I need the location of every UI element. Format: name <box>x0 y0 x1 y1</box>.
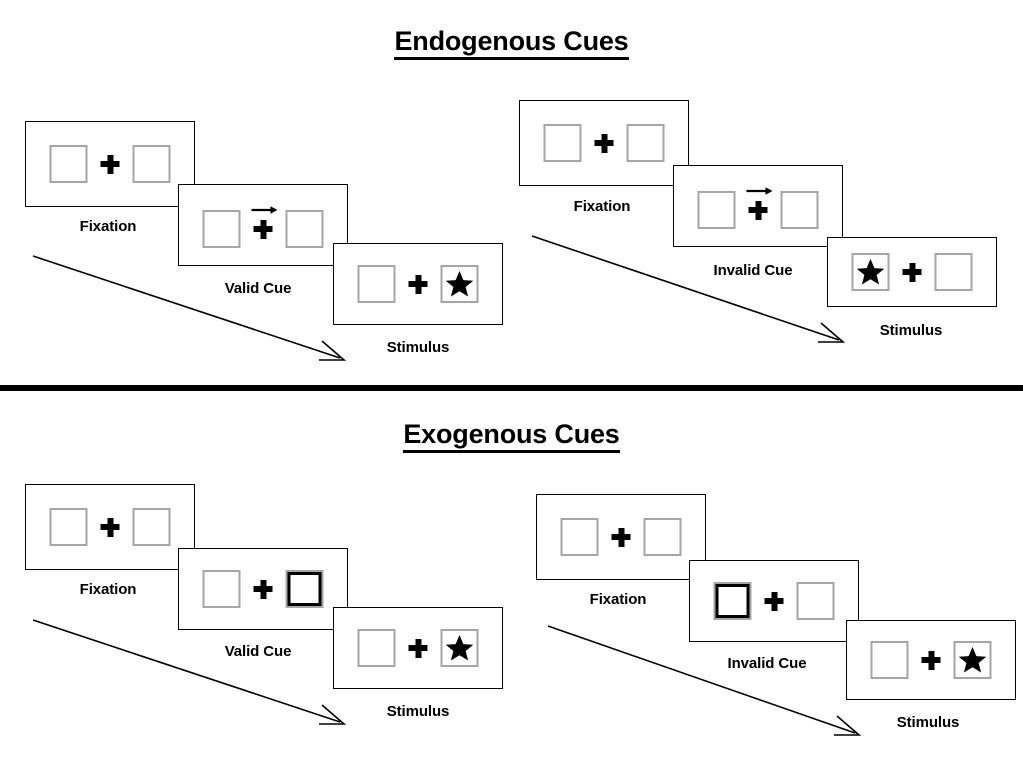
exogenous-invalid-cue-frame <box>689 560 859 642</box>
stimulus-row <box>202 205 324 248</box>
section-title-exogenous-text: Exogenous Cues <box>403 419 620 453</box>
placeholder-box-left-target <box>851 253 890 291</box>
placeholder-box-right <box>934 253 973 291</box>
exogenous-invalid-fixation-caption: Fixation <box>589 591 647 608</box>
time-progression-arrow-icon <box>32 619 347 725</box>
endogenous-invalid-cue-caption: Invalid Cue <box>713 262 793 279</box>
endogenous-valid-cue-caption: Valid Cue <box>224 280 292 297</box>
placeholder-box-left <box>49 508 88 546</box>
endogenous-valid-cue-frame <box>178 184 348 266</box>
plus-cross-icon <box>921 650 941 670</box>
plus-cross-icon <box>253 219 273 239</box>
cue-cross-group <box>746 186 773 220</box>
plus-cross-icon <box>100 517 120 537</box>
placeholder-box-right <box>132 508 171 546</box>
placeholder-box-left <box>202 570 241 608</box>
plus-cross-icon <box>408 274 428 294</box>
exogenous-valid-cue-frame <box>178 548 348 630</box>
exogenous-valid-fixation-frame <box>25 484 195 570</box>
star-icon <box>856 259 885 285</box>
stimulus-row <box>49 145 171 183</box>
placeholder-box-left-cued <box>713 582 752 620</box>
star-icon <box>445 271 474 297</box>
placeholder-box-left <box>49 145 88 183</box>
placeholder-box-right <box>643 518 682 556</box>
plus-cross-icon <box>764 591 784 611</box>
exogenous-invalid-stimulus-frame <box>846 620 1016 700</box>
placeholder-box-right <box>780 191 819 229</box>
cue-cross-group <box>251 205 278 239</box>
stimulus-row <box>357 629 479 667</box>
placeholder-box-right <box>132 145 171 183</box>
star-icon <box>445 635 474 661</box>
placeholder-box-right-target <box>440 629 479 667</box>
endogenous-invalid-fixation-caption: Fixation <box>573 198 631 215</box>
time-progression-arrow-icon <box>32 255 347 361</box>
section-title-exogenous: Exogenous Cues <box>0 419 1023 453</box>
endogenous-invalid-stimulus-caption: Stimulus <box>879 322 943 339</box>
exogenous-valid-cue-caption: Valid Cue <box>224 643 292 660</box>
placeholder-box-left <box>202 210 241 248</box>
placeholder-box-left <box>357 629 396 667</box>
star-icon <box>958 647 987 673</box>
plus-cross-icon <box>100 154 120 174</box>
plus-cross-icon <box>408 638 428 658</box>
endogenous-valid-stimulus-caption: Stimulus <box>386 339 450 356</box>
stimulus-row <box>543 124 665 162</box>
endogenous-valid-fixation-caption: Fixation <box>79 218 137 235</box>
placeholder-box-left <box>543 124 582 162</box>
exogenous-valid-stimulus-caption: Stimulus <box>386 703 450 720</box>
stimulus-row <box>697 186 819 229</box>
placeholder-box-right-target <box>953 641 992 679</box>
plus-cross-icon <box>594 133 614 153</box>
endogenous-invalid-stimulus-frame <box>827 237 997 307</box>
stimulus-row <box>870 641 992 679</box>
stimulus-row <box>357 265 479 303</box>
plus-cross-icon <box>253 579 273 599</box>
section-divider <box>0 385 1023 391</box>
section-title-endogenous-text: Endogenous Cues <box>394 26 629 60</box>
stimulus-row <box>49 508 171 546</box>
placeholder-box-right <box>626 124 665 162</box>
exogenous-invalid-cue-caption: Invalid Cue <box>727 655 807 672</box>
placeholder-box-right <box>285 210 324 248</box>
placeholder-box-left <box>870 641 909 679</box>
endogenous-valid-fixation-frame <box>25 121 195 207</box>
plus-cross-icon <box>902 262 922 282</box>
exogenous-invalid-fixation-frame <box>536 494 706 580</box>
placeholder-box-left <box>357 265 396 303</box>
stimulus-row <box>713 582 835 620</box>
endogenous-invalid-fixation-frame <box>519 100 689 186</box>
placeholder-box-right-target <box>440 265 479 303</box>
endogenous-valid-stimulus-frame <box>333 243 503 325</box>
placeholder-box-left <box>697 191 736 229</box>
placeholder-box-left <box>560 518 599 556</box>
endogenous-invalid-cue-frame <box>673 165 843 247</box>
exogenous-valid-fixation-caption: Fixation <box>79 581 137 598</box>
exogenous-valid-stimulus-frame <box>333 607 503 689</box>
section-title-endogenous: Endogenous Cues <box>0 26 1023 60</box>
time-progression-arrow-icon <box>531 235 846 343</box>
placeholder-box-right <box>796 582 835 620</box>
plus-cross-icon <box>611 527 631 547</box>
right-arrow-icon <box>746 186 773 195</box>
right-arrow-icon <box>251 205 278 214</box>
time-progression-arrow-icon <box>547 625 862 736</box>
plus-cross-icon <box>748 200 768 220</box>
placeholder-box-right-cued <box>285 570 324 608</box>
stimulus-row <box>851 253 973 291</box>
stimulus-row <box>560 518 682 556</box>
stimulus-row <box>202 570 324 608</box>
exogenous-invalid-stimulus-caption: Stimulus <box>896 714 960 731</box>
